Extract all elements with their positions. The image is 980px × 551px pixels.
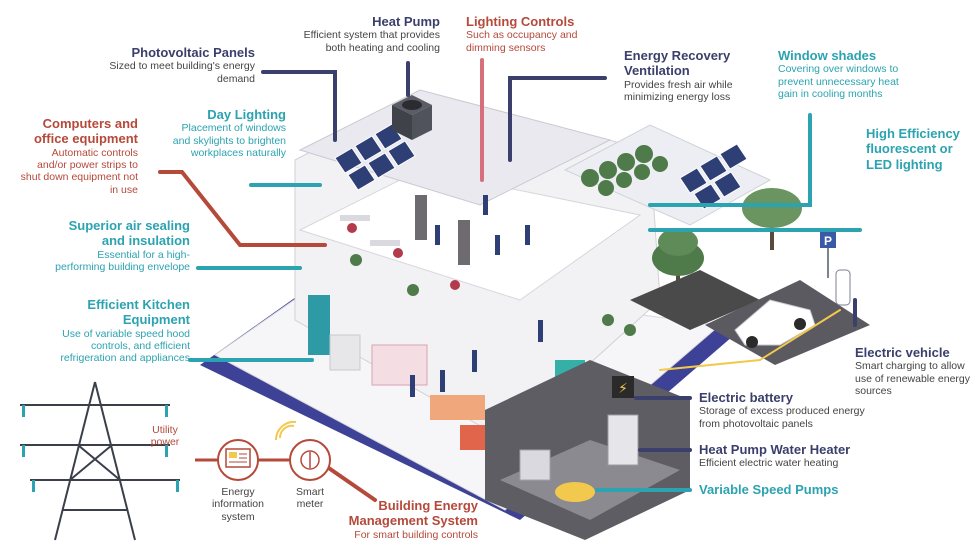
label-battery: Electric battery Storage of excess produ… [699,390,869,430]
label-title: Energy information system [212,486,264,523]
label-desc: Essential for a high-performing building… [55,248,190,274]
label-desc: Efficient electric water heating [699,457,839,470]
svg-text:P: P [824,234,832,248]
label-kitchen: Efficient Kitchen Equipment Use of varia… [40,297,190,365]
label-title: Variable Speed Pumps [699,482,839,497]
label-desc: Covering over windows to prevent unneces… [778,63,899,101]
label-pumps: Variable Speed Pumps [699,482,869,497]
label-title: Utility power [150,424,180,449]
solar-panel-icon [334,123,416,191]
svg-text:⚡: ⚡ [618,381,628,397]
label-title: Day Lighting [207,107,286,122]
label-high-efficiency: High Efficiency fluorescent or LED light… [866,126,966,172]
leader-computers [158,170,327,247]
leader-erv [508,76,607,162]
wifi-icon [274,420,297,441]
label-title: Energy Recovery Ventilation [624,48,731,79]
battery-icon: ⚡ [612,376,634,398]
label-heat-pump: Heat Pump Efficient system that provides… [285,14,440,54]
label-erv: Energy Recovery Ventilation Provides fre… [624,48,759,103]
insulators [22,405,179,492]
heat-pump-icon [392,95,432,140]
label-eis: Energy information system [205,486,271,523]
label-desc: Placement of windows and skylights to br… [172,122,286,160]
tree-icon [742,188,802,250]
label-desc: Sized to meet building's energy demand [109,60,255,85]
label-desc: Use of variable speed hood controls, and… [60,327,190,365]
leader-ev-charge [659,309,841,371]
label-title: Smart meter [295,486,324,511]
label-electric-vehicle: Electric vehicle Smart charging to allow… [855,345,975,397]
label-photovoltaic: Photovoltaic Panels Sized to meet buildi… [105,45,255,85]
label-utility: Utility power [140,424,190,449]
courtyard [630,270,760,330]
label-title: Photovoltaic Panels [131,45,255,60]
label-title: Efficient Kitchen Equipment [87,297,190,328]
label-title: Computers and office equipment [33,116,138,147]
label-title: Building Energy Management System [348,498,478,529]
label-hp-water-heater: Heat Pump Water Heater Efficient electri… [699,442,869,470]
label-desc: For smart building controls [354,528,478,541]
solar-panel-icon [679,143,748,210]
label-title: Lighting Controls [466,14,575,29]
tree-icon [652,228,704,305]
label-title: Superior air sealing and insulation [68,218,190,249]
label-desc: Provides fresh air while minimizing ener… [624,78,733,104]
label-desc: Storage of excess produced energy from p… [699,405,865,430]
charger-icon: P [820,232,851,306]
transmission-tower-icon [20,381,180,541]
label-lighting-controls: Lighting Controls Such as occupancy and … [466,14,596,54]
label-smart-meter: Smart meter [290,486,330,511]
label-title: Heat Pump [372,14,440,29]
green-roof-plants [581,145,668,196]
roof [298,89,612,206]
label-desc: Automatic controls and/or power strips t… [20,146,138,196]
label-computers: Computers and office equipment Automatic… [20,116,138,196]
label-desc: Efficient system that provides both heat… [303,29,440,54]
leader-photovoltaic [261,70,337,142]
leader-window-shades [648,113,812,207]
label-day-lighting: Day Lighting Placement of windows and sk… [168,107,286,159]
basement-machine [519,449,551,481]
label-title: Window shades [778,48,877,63]
label-title: Electric vehicle [855,345,950,360]
indoor-plants [350,254,636,336]
label-title: Electric battery [699,390,793,405]
label-window-shades: Window shades Covering over windows to p… [778,48,918,100]
label-desc: Such as occupancy and dimming sensors [466,29,578,54]
label-title: High Efficiency fluorescent or LED light… [866,126,960,172]
water-heater [607,414,639,466]
monitor-icon [217,439,259,481]
label-bems: Building Energy Management System For sm… [320,498,478,541]
label-air-sealing: Superior air sealing and insulation Esse… [48,218,190,273]
variable-speed-pumps [555,482,595,502]
smart-meter-icon [289,439,331,481]
label-title: Heat Pump Water Heater [699,442,851,457]
label-desc: Smart charging to allow use of renewable… [855,360,970,398]
